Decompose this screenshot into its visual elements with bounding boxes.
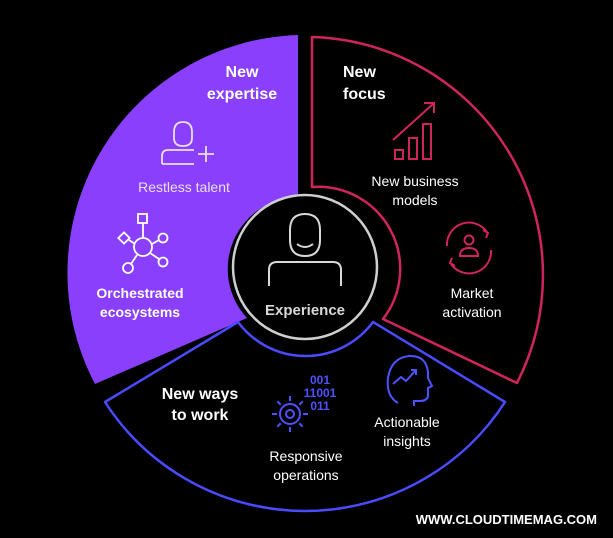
work-title-line2: to work bbox=[172, 407, 229, 424]
new-business-label-line1: New business bbox=[371, 173, 458, 189]
network-icon bbox=[117, 213, 169, 274]
head-insight-icon bbox=[386, 354, 434, 406]
watermark: WWW.CLOUDTIMEMAG.COM bbox=[416, 512, 597, 527]
segment-work bbox=[103, 320, 507, 513]
gear-binary-icon: 001 11001 011 bbox=[272, 373, 337, 432]
add-user-icon bbox=[161, 121, 214, 165]
expertise-title-line2: expertise bbox=[207, 86, 277, 103]
new-business-label-line2: models bbox=[392, 192, 437, 208]
user-icon bbox=[268, 212, 342, 286]
expertise-title-line1: New bbox=[226, 64, 259, 81]
orchestrated-label-line1: Orchestrated bbox=[96, 285, 183, 301]
market-target-icon bbox=[445, 221, 493, 275]
focus-title-line2: focus bbox=[343, 86, 386, 103]
segment-expertise bbox=[67, 35, 299, 384]
center-circle bbox=[231, 193, 379, 341]
center-label: Experience bbox=[265, 302, 345, 319]
binary-bits-3: 011 bbox=[310, 399, 330, 413]
market-label-line1: Market bbox=[451, 285, 494, 301]
focus-title-line1: New bbox=[343, 64, 376, 81]
work-title-line1: New ways bbox=[162, 386, 239, 403]
binary-bits-1: 001 bbox=[310, 373, 330, 387]
actionable-label-line2: insights bbox=[383, 433, 430, 449]
growth-chart-icon bbox=[392, 102, 435, 160]
segment-focus bbox=[310, 35, 545, 385]
restless-talent-label: Restless talent bbox=[138, 179, 230, 195]
market-label-line2: activation bbox=[442, 304, 501, 320]
actionable-label-line1: Actionable bbox=[374, 414, 440, 430]
binary-bits-2: 11001 bbox=[304, 386, 337, 400]
responsive-label-line1: Responsive bbox=[269, 448, 342, 464]
responsive-label-line2: operations bbox=[273, 467, 338, 483]
orchestrated-label-line2: ecosystems bbox=[100, 304, 180, 320]
